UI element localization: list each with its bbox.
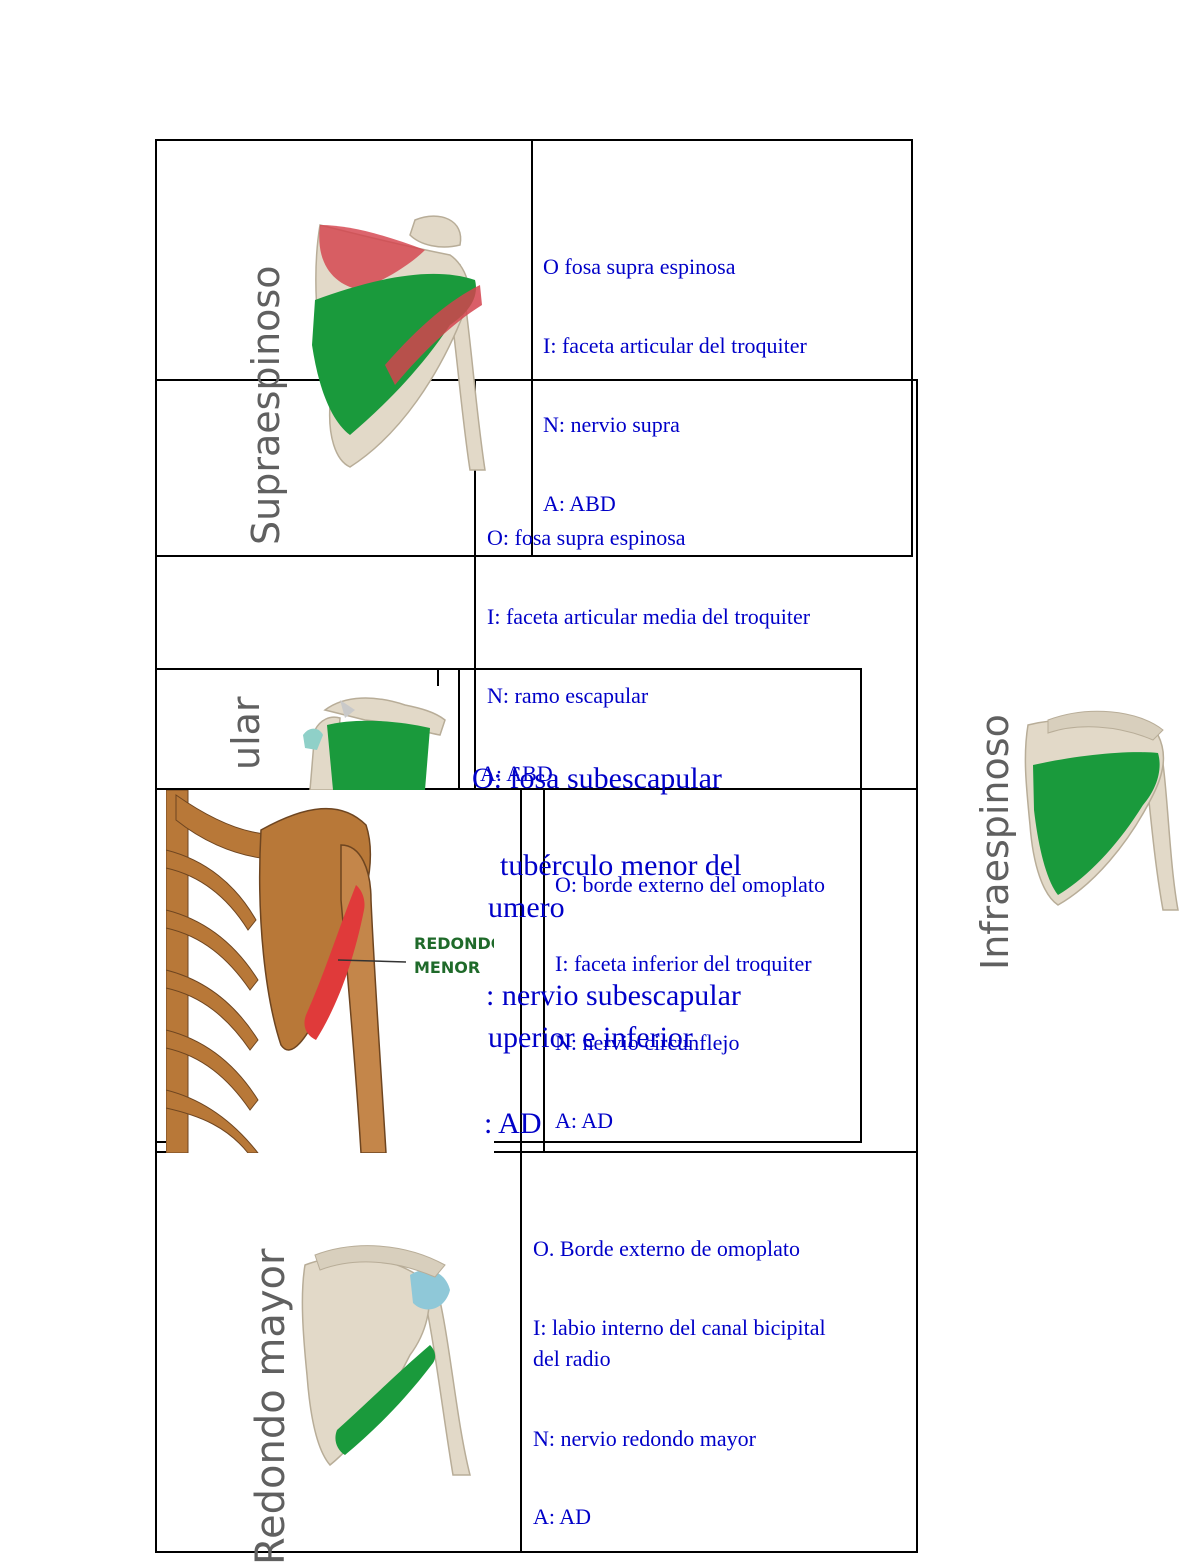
redondo-menor-action: A: AD: [555, 1108, 614, 1133]
redondo-mayor-image: [301, 1245, 471, 1476]
infraespinoso-insertion: I: faceta articular media del troquiter: [487, 604, 811, 629]
supraespinoso-nerve: N: nervio supra: [543, 412, 680, 437]
title-redondo-mayor: Redondo mayor: [248, 1248, 294, 1565]
subescapular-tick: [437, 668, 439, 686]
redondo-menor-label: REDONDO MENOR: [414, 932, 494, 980]
redondo-menor-insertion: I: faceta inferior del troquiter: [555, 951, 812, 976]
subescapular-nerve-2: uperior e inferior: [488, 1021, 693, 1054]
redondo-mayor-nerve: N: nervio redondo mayor: [533, 1426, 756, 1451]
redondo-menor-nerve: N: nervio circunflejo: [555, 1030, 740, 1055]
title-subescapular: ular: [224, 696, 268, 770]
redondo-mayor-action: A: AD: [533, 1504, 592, 1529]
subescapular-image: [303, 697, 446, 790]
redondo-menor-label-line2: MENOR: [414, 958, 481, 977]
infraespinoso-row-line: [155, 555, 475, 557]
infraespinoso-action: A: ABD: [480, 761, 553, 786]
subescapular-insertion-1: tubérculo menor del: [500, 849, 742, 882]
redondo-menor-divider-1: [520, 788, 522, 1153]
redondo-menor-image: REDONDO MENOR: [166, 790, 494, 1153]
infraespinoso-origin: O: fosa supra espinosa: [487, 525, 686, 550]
redondo-mayor-insertion-2: del radio: [533, 1346, 611, 1371]
supraespinoso-action: A: ABD: [543, 491, 616, 516]
infraespinoso-divider: [474, 379, 476, 790]
supraespinoso-box: [155, 139, 913, 557]
subescapular-origin: O: fosa subescapular: [472, 762, 722, 795]
redondo-mayor-box: [155, 1151, 918, 1553]
subescapular-action: : AD: [484, 1107, 542, 1140]
supraespinoso-origin: O fosa supra espinosa: [543, 254, 736, 279]
redondo-menor-label-line1: REDONDO: [414, 934, 494, 953]
title-supraespinoso: Supraespinoso: [244, 265, 288, 545]
supraespinoso-insertion: I: faceta articular del troquiter: [543, 333, 807, 358]
redondo-mayor-origin: O. Borde externo de omoplato: [533, 1236, 800, 1261]
supraespinoso-divider: [531, 139, 533, 557]
infraespinoso-image: [1024, 710, 1179, 911]
infraespinoso-nerve: N: ramo escapular: [487, 683, 649, 708]
subescapular-insertion-2: umero: [488, 891, 565, 924]
supraespinoso-image: [312, 215, 486, 471]
redondo-menor-divider-2: [543, 788, 545, 1153]
redondo-menor-origin: O: borde externo del omoplato: [555, 872, 826, 897]
redondo-mayor-divider: [520, 1151, 522, 1553]
subescapular-nerve-1: : nervio subescapular: [486, 979, 741, 1012]
redondo-mayor-insertion-1: I: labio interno del canal bicipital: [533, 1315, 826, 1340]
title-infraespinoso: Infraespinoso: [973, 714, 1017, 970]
